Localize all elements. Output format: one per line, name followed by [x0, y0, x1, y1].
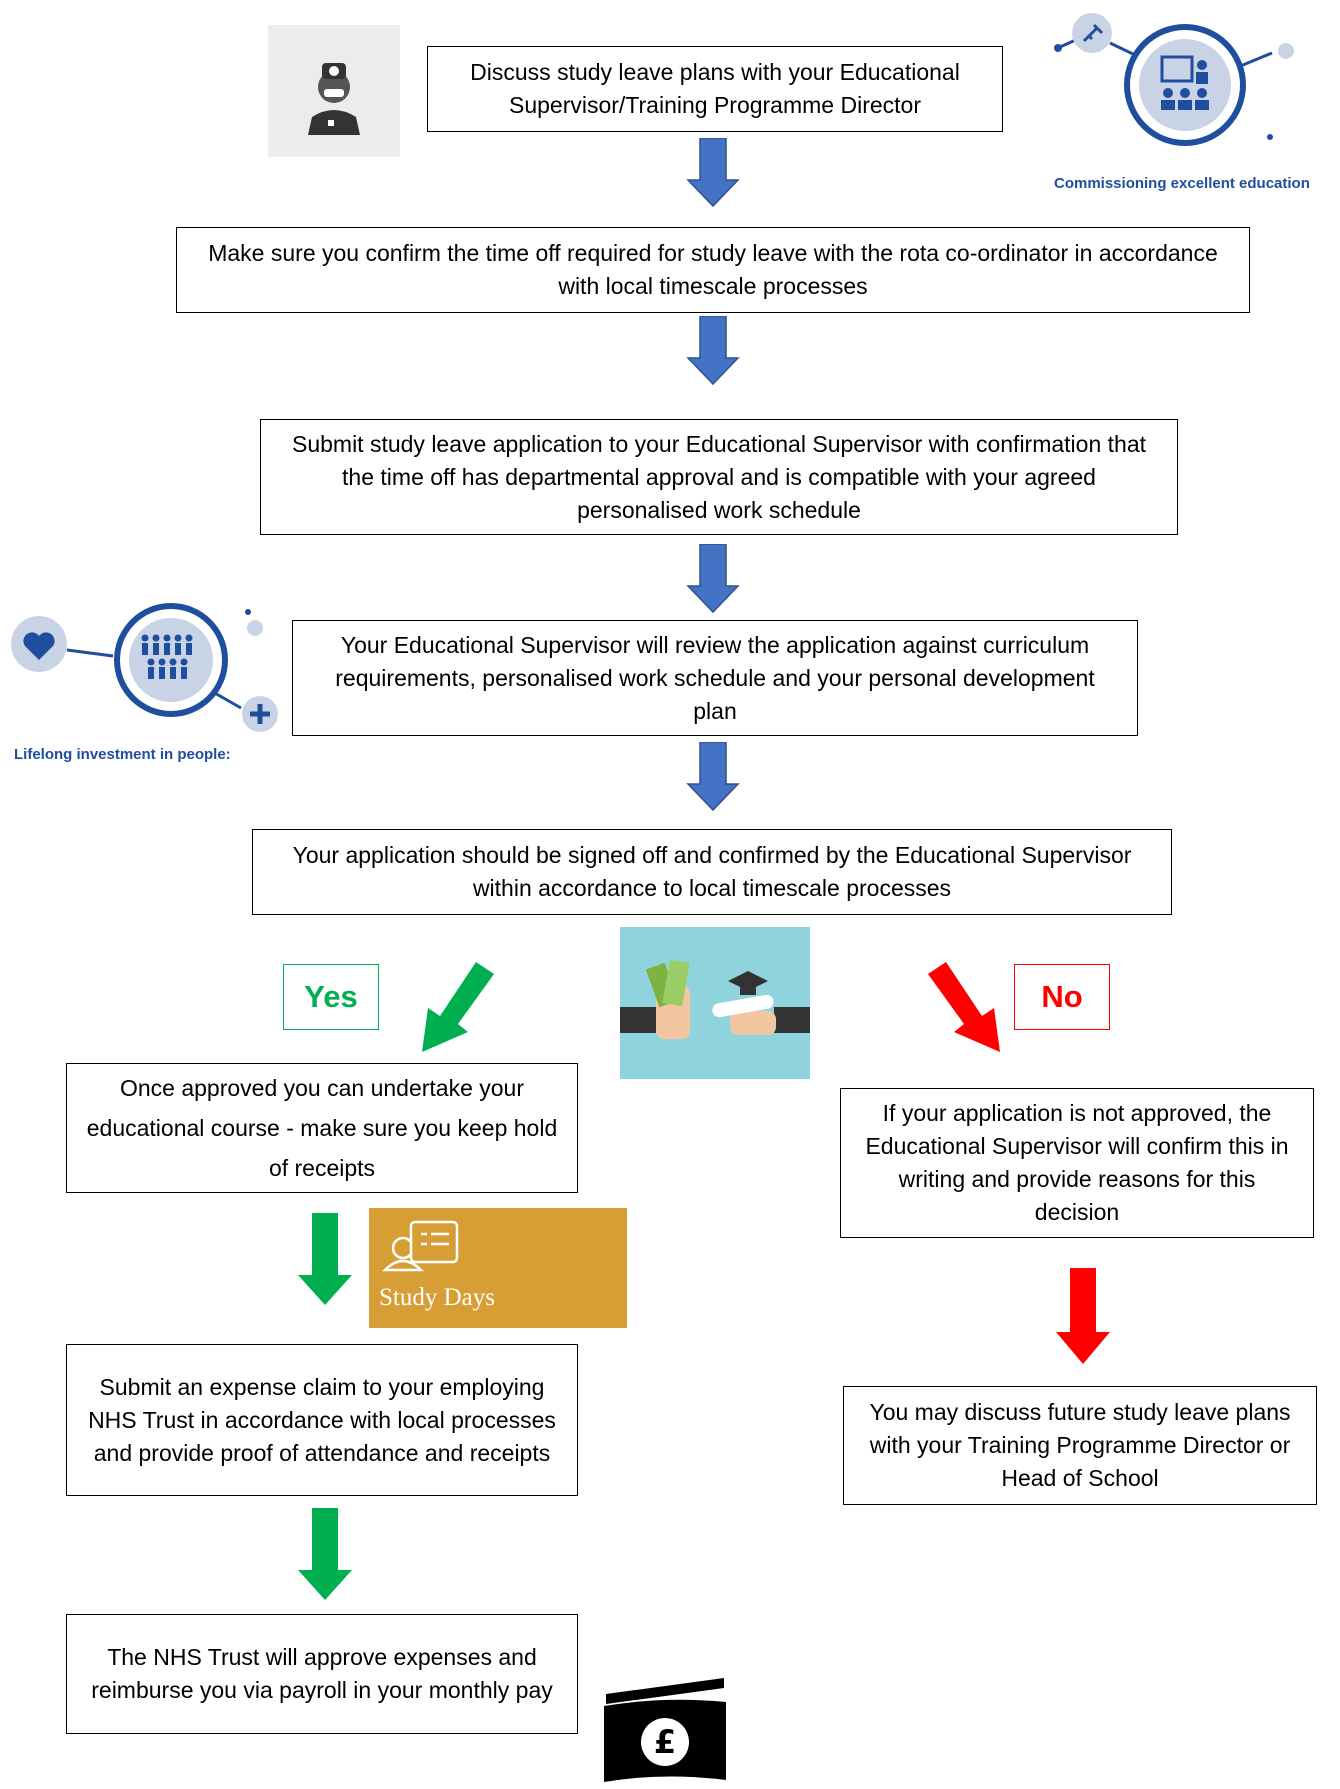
no-discuss-future: You may discuss future study leave plans…: [843, 1386, 1317, 1505]
green-down-arrow-2: [298, 1508, 352, 1600]
doctor-icon: [268, 25, 400, 157]
teaching-icon: [1050, 5, 1300, 175]
no-not-approved: If your application is not approved, the…: [840, 1088, 1314, 1238]
step-sign-off: Your application should be signed off an…: [252, 829, 1172, 915]
money-graduation-exchange-icon: [620, 927, 810, 1079]
down-arrow-3: [686, 544, 740, 614]
step-confirm-time-off: Make sure you confirm the time off requi…: [176, 227, 1250, 313]
step-discuss-plans: Discuss study leave plans with your Educ…: [427, 46, 1003, 132]
lifelong-caption: Lifelong investment in people:: [14, 746, 231, 763]
commissioning-caption: Commissioning excellent education: [1054, 175, 1310, 192]
yes-label: Yes: [283, 964, 379, 1030]
down-arrow-2: [686, 316, 740, 386]
svg-text:£: £: [654, 1723, 676, 1761]
yes-expense-claim: Submit an expense claim to your employin…: [66, 1344, 578, 1496]
green-down-arrow-1: [298, 1213, 352, 1305]
study-days-label: Study Days: [379, 1284, 495, 1311]
yes-arrow: [422, 962, 494, 1052]
pound-wallet-icon: £: [600, 1672, 730, 1784]
down-arrow-1: [686, 138, 740, 208]
yes-reimburse: The NHS Trust will approve expenses and …: [66, 1614, 578, 1734]
yes-undertake-course: Once approved you can undertake your edu…: [66, 1063, 578, 1193]
down-arrow-4: [686, 742, 740, 812]
people-icon: [5, 590, 290, 750]
step-submit-application: Submit study leave application to your E…: [260, 419, 1178, 535]
red-down-arrow: [1056, 1268, 1110, 1364]
step-supervisor-review: Your Educational Supervisor will review …: [292, 620, 1138, 736]
no-label: No: [1014, 964, 1110, 1030]
no-arrow: [928, 962, 1000, 1052]
study-days-icon: Study Days: [369, 1208, 627, 1328]
